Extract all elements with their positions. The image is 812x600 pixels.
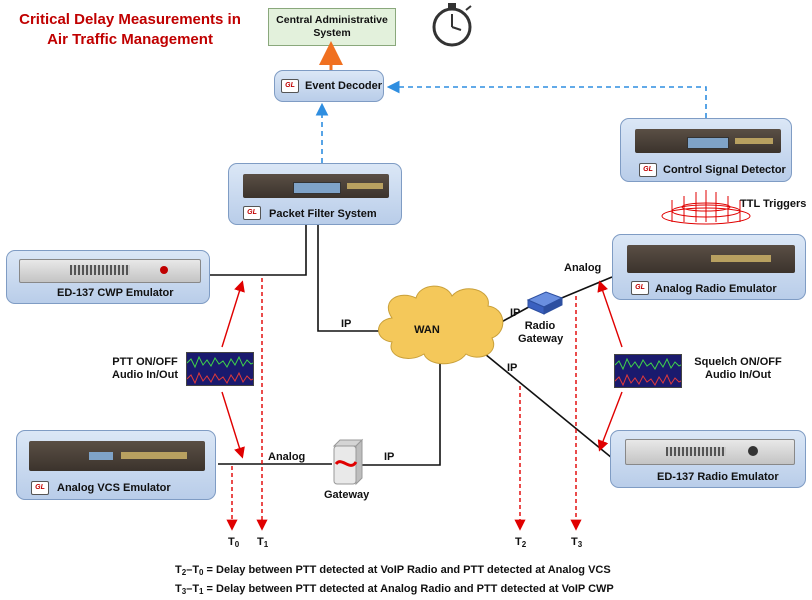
squelch-label: Squelch ON/OFF Audio In/Out [694,356,782,381]
ttl-trigger-signals [661,190,751,225]
ip-label-radio-emulator: IP [507,362,518,374]
cwp-emulator-label: ED-137 CWP Emulator [57,287,174,299]
gl-logo-icon: GL [243,206,261,220]
ip-label-gateway: IP [384,451,395,463]
cwp-emulator-device [19,259,201,283]
event-decoder-label: Event Decoder [305,80,383,92]
event-decoder-card: GL Event Decoder [274,70,384,102]
packet-filter-device [243,174,389,198]
t3-marker: T3 [571,536,583,549]
analog-label-vcs: Analog [268,451,306,463]
ptt-label: PTT ON/OFF Audio In/Out [112,356,178,381]
central-administrative-system-box: Central Administrative System [268,8,396,46]
analog-radio-emulator-device [627,245,795,273]
control-signal-detector-label: Control Signal Detector [663,164,786,176]
diagram-title: Critical Delay Measurements in Air Traff… [19,11,241,48]
formula-line-2: T3–T1 = Delay between PTT detected at An… [175,583,614,596]
analog-radio-emulator-card: GL Analog Radio Emulator [612,234,806,300]
gl-logo-icon: GL [281,79,299,93]
ptt-waveform [186,352,254,386]
analog-label-radio: Analog [564,262,602,274]
gateway-label: Gateway [324,489,370,501]
cwp-emulator-card: ED-137 CWP Emulator [6,250,210,304]
stopwatch-icon [432,3,472,47]
gateway-device [332,438,364,486]
analog-radio-emulator-label: Analog Radio Emulator [655,283,777,295]
t1-marker: T1 [257,536,269,549]
squelch-waveform [614,354,682,388]
packet-filter-label: Packet Filter System [269,208,377,220]
radio-emulator-card: ED-137 Radio Emulator [610,430,806,488]
analog-vcs-emulator-label: Analog VCS Emulator [57,482,171,494]
gl-logo-icon: GL [639,163,657,177]
packet-filter-card: GL Packet Filter System [228,163,402,225]
wan-label: WAN [414,324,440,336]
t0-marker: T0 [228,536,240,549]
analog-vcs-emulator-device [29,441,205,471]
formula-line-1: T2–T0 = Delay between PTT detected at Vo… [175,564,611,577]
radio-emulator-device [625,439,795,465]
radio-emulator-label: ED-137 Radio Emulator [657,471,779,483]
ttl-triggers-label: TTL Triggers [740,198,807,210]
gl-logo-icon: GL [31,481,49,495]
control-signal-detector-card: GL Control Signal Detector [620,118,792,182]
ip-label-radio-gateway: IP [510,307,521,319]
delay-formulas: T2–T0 = Delay between PTT detected at Vo… [175,562,614,600]
analog-vcs-emulator-card: GL Analog VCS Emulator [16,430,216,500]
wan-cloud [378,285,504,365]
radio-gateway-device [526,291,564,315]
gl-logo-icon: GL [631,281,649,295]
control-signal-detector-device [635,129,781,153]
t2-marker: T2 [515,536,527,549]
ip-label-packet-filter: IP [341,318,352,330]
radio-gateway-label: Radio Gateway [518,320,564,345]
